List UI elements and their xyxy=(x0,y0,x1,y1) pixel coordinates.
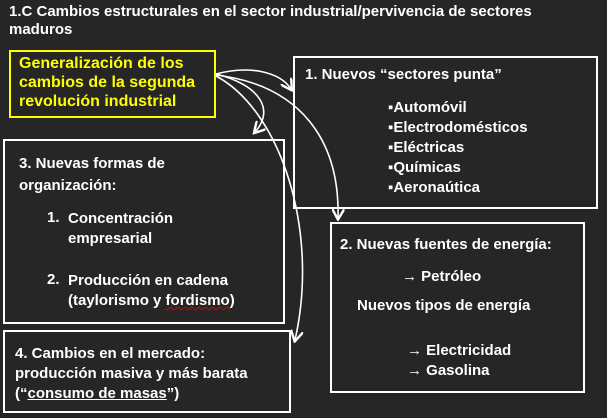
slide-title: 1.C Cambios estructurales en el sector i… xyxy=(9,3,532,38)
arrow-to-box1 xyxy=(215,69,291,89)
sector-list: ▪Automóvil ▪Electrodomésticos ▪Eléctrica… xyxy=(388,98,528,198)
source-box: Generalización de los cambios de la segu… xyxy=(9,50,216,118)
box-energy: 2. Nuevas fuentes de energía: → Petróleo… xyxy=(330,222,585,393)
list-item: → Electricidad xyxy=(407,342,512,359)
source-line: revolución industrial xyxy=(19,93,177,110)
box-market: 4. Cambios en el mercado: producción mas… xyxy=(3,330,291,413)
list-item: → Gasolina xyxy=(407,362,490,379)
list-item: Producción en cadena (taylorismo y fordi… xyxy=(68,272,235,309)
list-number: 1. xyxy=(47,209,60,226)
subheading: Nuevos tipos de energía xyxy=(357,297,531,314)
list-item: ▪Químicas xyxy=(388,159,461,176)
text-line: producción masiva y más barata xyxy=(15,365,248,382)
source-line: cambios de la segunda xyxy=(19,74,196,91)
list-item: ▪Automóvil xyxy=(388,99,467,116)
list-item: ▪Eléctricas xyxy=(388,139,465,156)
arrow-to-box4 xyxy=(215,75,303,340)
box-heading: 4. Cambios en el mercado: xyxy=(15,345,206,362)
box-new-sectors: 1. Nuevos “sectores punta” ▪Automóvil ▪E… xyxy=(293,56,598,209)
box-heading: 3. Nuevas formas de organización: xyxy=(19,155,165,194)
text-line: (“consumo de masas”) xyxy=(15,385,180,402)
box-heading: 1. Nuevos “sectores punta” xyxy=(305,66,502,83)
arrow-to-box3 xyxy=(215,73,264,132)
list-item: Concentración empresarial xyxy=(68,210,174,247)
source-line: Generalización de los xyxy=(19,55,184,72)
list-number: 2. xyxy=(47,271,60,288)
arrow-to-box2 xyxy=(215,74,338,218)
list-item: ▪Electrodomésticos xyxy=(388,119,528,136)
list-item: → Petróleo xyxy=(402,268,482,285)
box-heading: 2. Nuevas fuentes de energía: xyxy=(340,236,552,253)
list-item: ▪Aeronaútica xyxy=(388,179,481,196)
box-organization: 3. Nuevas formas de organización: 1. Con… xyxy=(3,139,285,324)
